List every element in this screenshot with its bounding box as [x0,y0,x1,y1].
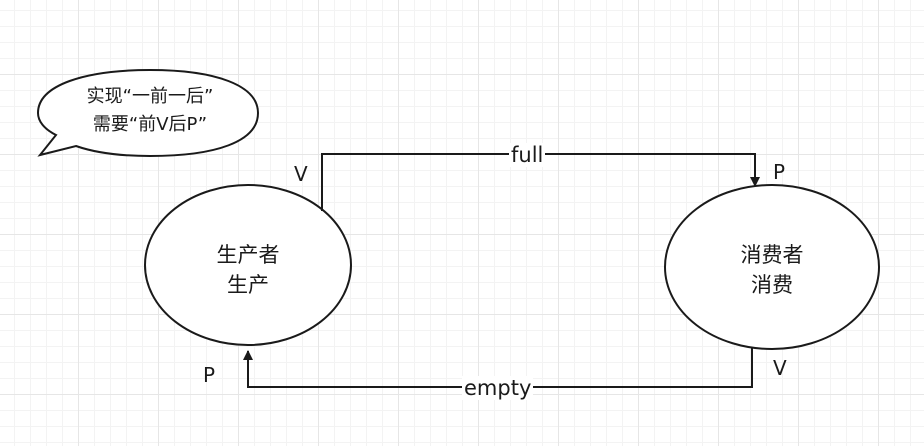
speech-bubble-shape [36,68,260,158]
consumer-label: 消费者 消费 [692,240,852,300]
bubble-line-2: 需要“前V后P” [92,114,208,135]
full-edge-label: full [509,143,546,167]
full-start-mark: V [294,162,308,186]
consumer-line-2: 消费 [751,273,793,297]
full-end-mark: P [773,160,786,184]
bubble-text: 实现“一前一后” 需要“前V后P” [50,83,250,139]
producer-label: 生产者 生产 [168,240,328,300]
empty-edge-label: empty [462,376,534,400]
producer-node[interactable] [144,184,352,346]
consumer-line-1: 消费者 [740,243,804,267]
empty-end-mark: P [203,363,216,387]
consumer-node[interactable] [664,184,880,350]
bubble-line-1: 实现“一前一后” [86,86,214,107]
producer-line-2: 生产 [227,273,269,297]
empty-start-mark: V [773,356,787,380]
producer-line-1: 生产者 [216,243,280,267]
